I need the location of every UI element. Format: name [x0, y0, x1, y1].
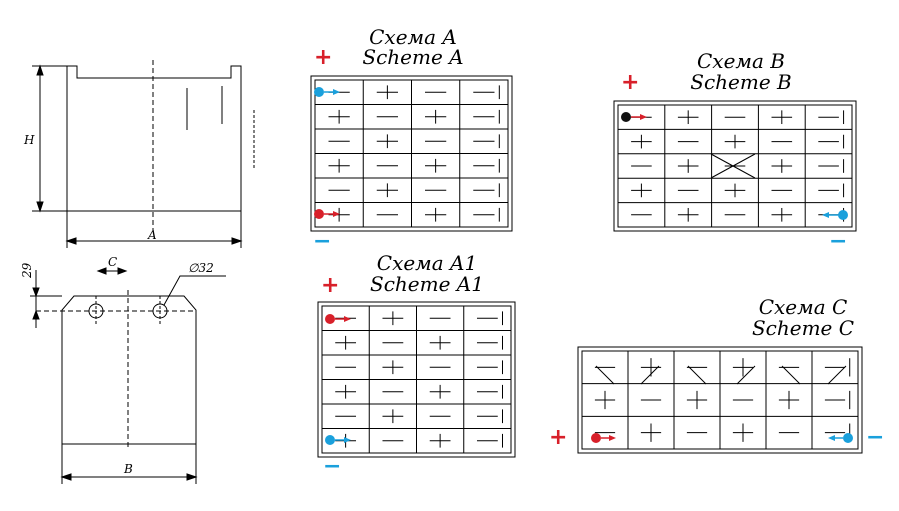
scheme-b-neutral-terminal [621, 112, 647, 122]
scheme-c-title-ru: Схема C [759, 295, 848, 319]
scheme-c-minus-terminal [828, 433, 853, 443]
scheme-c-diagonal [595, 365, 615, 385]
scheme-b-title-en: Scheme B [690, 70, 791, 94]
top-view-drawing [30, 267, 226, 484]
scheme-a1-plus-terminal [325, 314, 351, 324]
top-view-outline [61, 295, 197, 445]
scheme-a: Схема A Scheme A + − [310, 25, 513, 254]
scheme-b-cross [710, 153, 756, 179]
hole-diameter-label: ∅32 [188, 261, 214, 275]
scheme-c-plus-dot [591, 433, 601, 443]
scheme-c-minus-arrowhead [828, 435, 835, 441]
b-dimension-label: B [123, 462, 133, 476]
h-arrow-top [36, 64, 44, 76]
scheme-c: Схема C Scheme C + − [549, 295, 884, 454]
scheme-a1-minus-arrowhead [344, 437, 351, 443]
scheme-c-diagonal [640, 365, 660, 385]
scheme-c-title-en: Scheme C [752, 316, 854, 340]
scheme-a1-minus-dot [325, 435, 335, 445]
scheme-b-minus-arrowhead [822, 212, 829, 218]
scheme-a1-plus-arrowhead [344, 316, 351, 322]
scheme-a-grid-outer-frame [310, 75, 513, 232]
scheme-a-grid [310, 75, 513, 232]
b-arrow-left [60, 473, 72, 481]
scheme-c-plus: + [549, 425, 567, 450]
scheme-a-plus-terminal [314, 209, 340, 219]
c-arrow-right [117, 267, 128, 275]
scheme-a1-title-en: Scheme A1 [370, 272, 484, 296]
scheme-a-title-en: Scheme A [362, 45, 463, 69]
hole-leader [163, 275, 226, 306]
offset-arrow-top [32, 287, 40, 298]
scheme-b-neutral-arrowhead [640, 114, 647, 120]
c-arrow-left [96, 267, 107, 275]
scheme-b-minus-dot [838, 210, 848, 220]
scheme-b-minus: − [829, 229, 847, 254]
scheme-c-diagonal [827, 365, 847, 385]
scheme-c-grid-outer-frame [577, 346, 863, 454]
b-arrow-right [186, 473, 198, 481]
scheme-a-title-ru: Схема A [369, 25, 457, 49]
scheme-a1-title-ru: Схема A1 [377, 251, 477, 275]
scheme-c-diagonal [687, 365, 707, 385]
c-dimension-label: C [108, 255, 117, 269]
h-arrow-bottom [36, 201, 44, 213]
scheme-a-minus-terminal [314, 87, 340, 97]
scheme-a1-grid-outer-frame [317, 301, 516, 458]
scheme-a1-plus: + [321, 273, 339, 298]
scheme-a-minus: − [313, 229, 331, 254]
scheme-a1-minus: − [323, 454, 341, 479]
scheme-a-plus-dot [314, 209, 324, 219]
scheme-c-diagonal [781, 365, 801, 385]
scheme-b-minus-terminal [822, 210, 848, 220]
scheme-c-minus: − [866, 425, 884, 450]
a-dimension-label: A [147, 228, 157, 242]
scheme-a1-plus-dot [325, 314, 335, 324]
front-view-outline [66, 65, 242, 212]
scheme-b-grid-outer-frame [613, 100, 857, 232]
scheme-a-minus-arrowhead [333, 89, 340, 95]
offset-arrow-bottom [32, 309, 40, 320]
scheme-a1-minus-terminal [325, 435, 351, 445]
scheme-b-title-ru: Схема B [697, 49, 785, 73]
scheme-b-plus: + [621, 70, 639, 95]
scheme-c-plus-arrowhead [609, 435, 616, 441]
scheme-a1-grid [317, 301, 516, 458]
a-arrow-left [65, 237, 77, 245]
scheme-c-diagonals [595, 365, 847, 385]
scheme-a-plus: + [314, 45, 332, 70]
scheme-c-plus-terminal [591, 433, 616, 443]
h-dimension-label: H [23, 133, 35, 147]
front-view-drawing [32, 60, 255, 248]
scheme-b-grid-inner-frame [617, 104, 853, 228]
scheme-b: Схема B Scheme B + − [613, 49, 857, 254]
scheme-c-grid [577, 346, 863, 454]
scheme-a-plus-arrowhead [333, 211, 340, 217]
scheme-b-cross-line [710, 153, 756, 179]
offset-dimension-label: 29 [20, 262, 34, 279]
scheme-a-minus-dot [314, 87, 324, 97]
scheme-b-neutral-dot [621, 112, 631, 122]
a-arrow-right [231, 237, 243, 245]
scheme-b-grid [613, 100, 857, 232]
scheme-c-diagonal [736, 365, 756, 385]
scheme-c-minus-dot [843, 433, 853, 443]
scheme-a1: Схема A1 Scheme A1 + − [317, 251, 516, 479]
